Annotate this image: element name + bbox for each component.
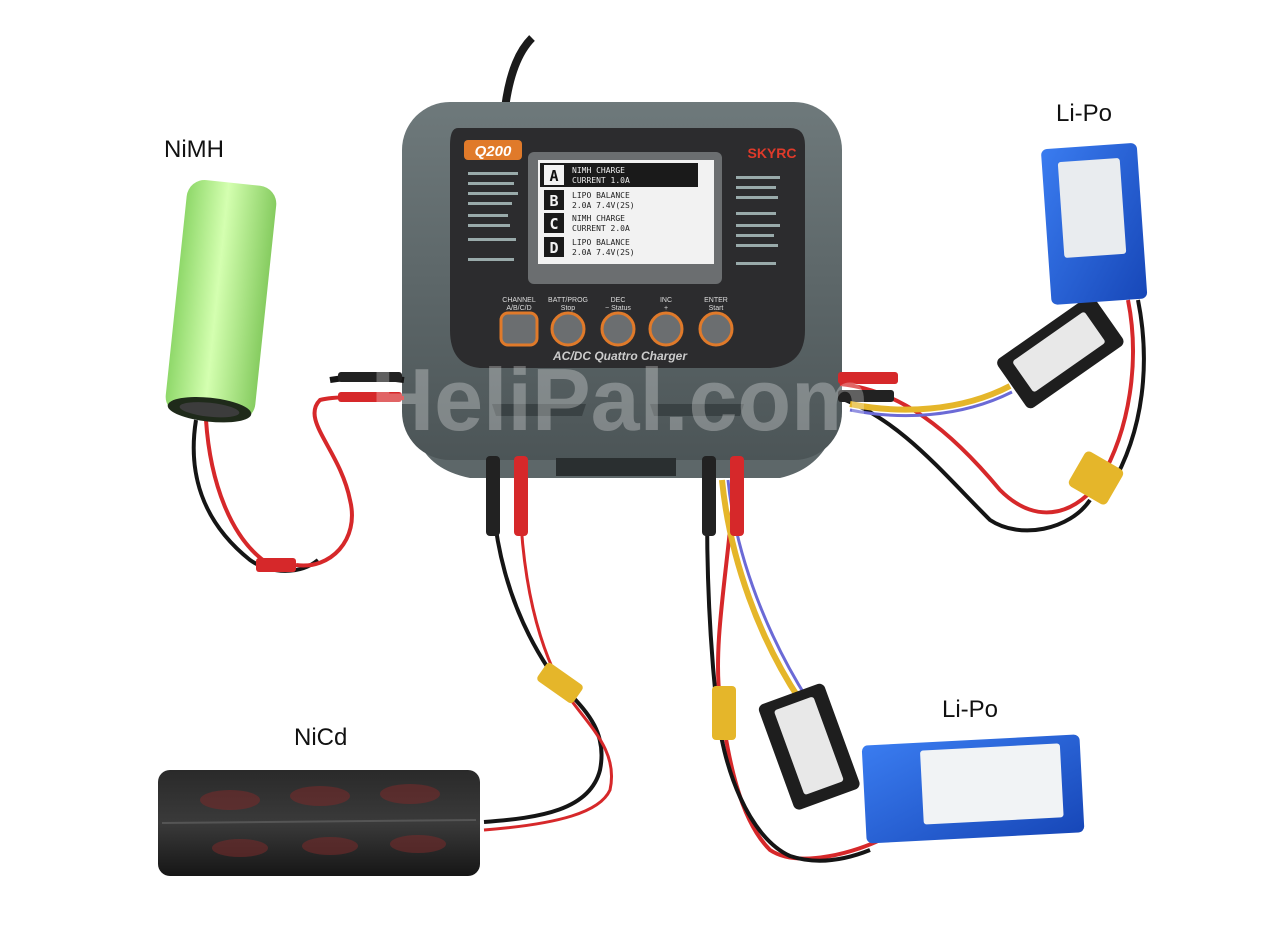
enter-button[interactable] [698,311,734,347]
plug-nimh-red [338,392,402,402]
svg-text:BATT/PROG: BATT/PROG [548,297,588,304]
model-logo: Q200 [475,143,512,160]
svg-text:D: D [549,239,558,257]
connector-nicd [537,662,583,704]
model-logo-plate [464,140,522,160]
nimh-battery [165,180,277,423]
wire-lipo-bottom-red [715,461,881,861]
svg-text:NIMH CHARGE: NIMH CHARGE [572,214,625,223]
wire-lipo-top-black-up [1108,299,1146,490]
inc-button[interactable] [648,311,684,347]
label-lipo-bottom: Li-Po [942,696,999,723]
plug-lipo-top-black [838,390,894,402]
plug-lipo-bottom-red [730,456,744,536]
wire-nicd-red [483,461,613,832]
brand-logo: SKYRC [747,145,796,161]
svg-text:LIPO BALANCE: LIPO BALANCE [572,238,630,247]
label-nimh: NiMH [164,136,224,163]
svg-text:Stop: Stop [561,305,576,312]
wire-lipo-top-red-up [1098,299,1135,482]
lcd-row-d: D LIPO BALANCE 2.0A 7.4V(2S) [544,237,635,257]
svg-text:ENTER: ENTER [704,297,728,304]
svg-text:A: A [549,167,558,185]
vent-grille [556,458,676,476]
button-labels: CHANNEL A/B/C/D BATT/PROG Stop DEC − Sta… [502,297,728,312]
lcd-row-c: C NIMH CHARGE CURRENT 2.0A [544,213,630,233]
svg-text:DEC: DEC [611,297,626,304]
balance-board-top [997,296,1124,409]
lcd-row-b: B LIPO BALANCE 2.0A 7.4V(2S) [544,190,635,210]
svg-text:2.0A 7.4V(2S): 2.0A 7.4V(2S) [572,201,635,210]
plug-nicd-red [514,456,528,536]
side-spec-text [468,172,780,265]
batt-prog-button[interactable] [550,311,586,347]
svg-text:Start: Start [709,305,724,312]
svg-text:− Status: − Status [605,305,631,312]
wire-lipo-bottom-black [705,461,871,863]
watermark: HeliPal.com [371,350,870,449]
wire-balance-top-blue [849,390,1013,418]
wire-nimh-red [204,419,272,567]
label-nicd: NiCd [294,724,348,751]
lipo-battery-top [1041,143,1148,305]
lipo-battery-bottom [861,734,1085,844]
svg-text:NIMH CHARGE: NIMH CHARGE [572,166,625,175]
svg-text:INC: INC [660,297,672,304]
svg-text:2.0A 7.4V(2S): 2.0A 7.4V(2S) [572,248,635,257]
wire-balance-bottom [719,479,803,702]
svg-text:B: B [549,192,558,210]
balance-board-bottom [758,683,860,810]
svg-text:LIPO BALANCE: LIPO BALANCE [572,191,630,200]
wire-nicd-black [483,461,604,824]
wire-balance-top [849,383,1012,413]
connector-lipo-top [1068,451,1124,505]
plug-nicd-black [486,456,500,536]
channel-button[interactable] [499,311,539,347]
wire-lipo-top-black [839,396,1092,533]
svg-text:A/B/C/D: A/B/C/D [506,305,531,312]
power-cord [501,35,535,109]
plug-nimh-black [338,372,402,382]
label-lipo-top: Li-Po [1056,100,1113,127]
charger-subtitle: AC/DC Quattro Charger [552,349,688,363]
charger: Q200 SKYRC A NIMH CHARGE CURRENT 1.0A B [402,102,842,478]
plug-lipo-bottom-black [702,456,716,536]
wire-nimh-black [191,419,320,573]
front-slot-right [650,404,744,416]
svg-text:CURRENT 2.0A: CURRENT 2.0A [572,224,630,233]
svg-text:CURRENT 1.0A: CURRENT 1.0A [572,176,630,185]
svg-text:C: C [549,215,558,233]
connector-lipo-bottom [712,686,736,740]
svg-text:+: + [664,305,668,312]
svg-text:CHANNEL: CHANNEL [502,297,536,304]
connector-nimh [256,558,296,572]
plug-lipo-top-red [838,372,898,384]
nicd-battery-pack [158,770,480,876]
lcd-row-a: A NIMH CHARGE CURRENT 1.0A [540,163,698,187]
dec-button[interactable] [600,311,636,347]
front-slot-left [492,404,586,416]
